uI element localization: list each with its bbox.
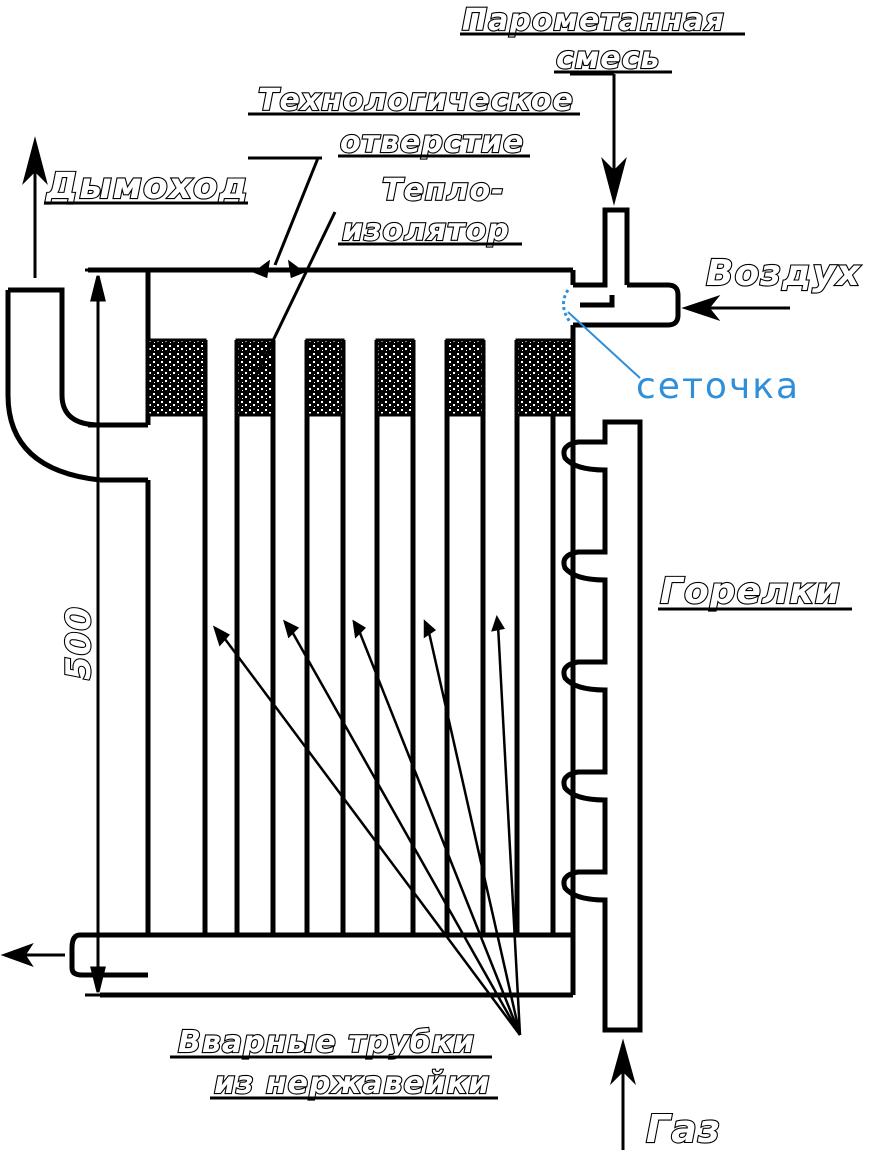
gas-label: Газ (646, 1107, 721, 1151)
insulator-block (305, 338, 345, 417)
bottom-outlet (69, 932, 148, 978)
insulator-block (375, 338, 415, 417)
burners (561, 419, 643, 1033)
insulator-blocks (146, 338, 575, 417)
tubes (205, 340, 573, 938)
heater-body (88, 267, 576, 998)
inlet-assembly (573, 207, 681, 328)
mesh-marker (562, 289, 572, 323)
mesh-leader (567, 311, 641, 379)
insulator-block (515, 338, 575, 417)
insulator-label-1: Тепло- (382, 173, 505, 208)
insulator-block (146, 338, 207, 417)
outlet-arrow (0, 943, 65, 967)
insulator-block (445, 338, 485, 417)
chimney-label: Дымоход (45, 166, 249, 207)
mesh-label: сеточка (636, 366, 800, 407)
mesh-annotation (562, 289, 641, 379)
dimension-label: 500 (59, 606, 99, 680)
tube-leaders (212, 615, 522, 1036)
air-arrow (681, 294, 790, 322)
steam-gas-label-2: смесь (556, 41, 660, 76)
gas-arrow (610, 1038, 636, 1150)
tech-hole-leader (248, 156, 322, 279)
chimney-pipe (5, 287, 101, 483)
air-label: Воздух (706, 253, 862, 294)
tubes-label-2: из нержавейки (214, 1066, 490, 1101)
tubes-label-1: Вварные трубки (178, 1025, 475, 1060)
insulator-leader (253, 211, 337, 379)
chimney-arrow (22, 136, 48, 278)
steam-gas-arrow (570, 72, 627, 206)
burners-label: Горелки (660, 571, 841, 612)
dimension-line (85, 268, 148, 997)
labels: Парометанная смесь Технологическое отвер… (44, 2, 862, 1152)
